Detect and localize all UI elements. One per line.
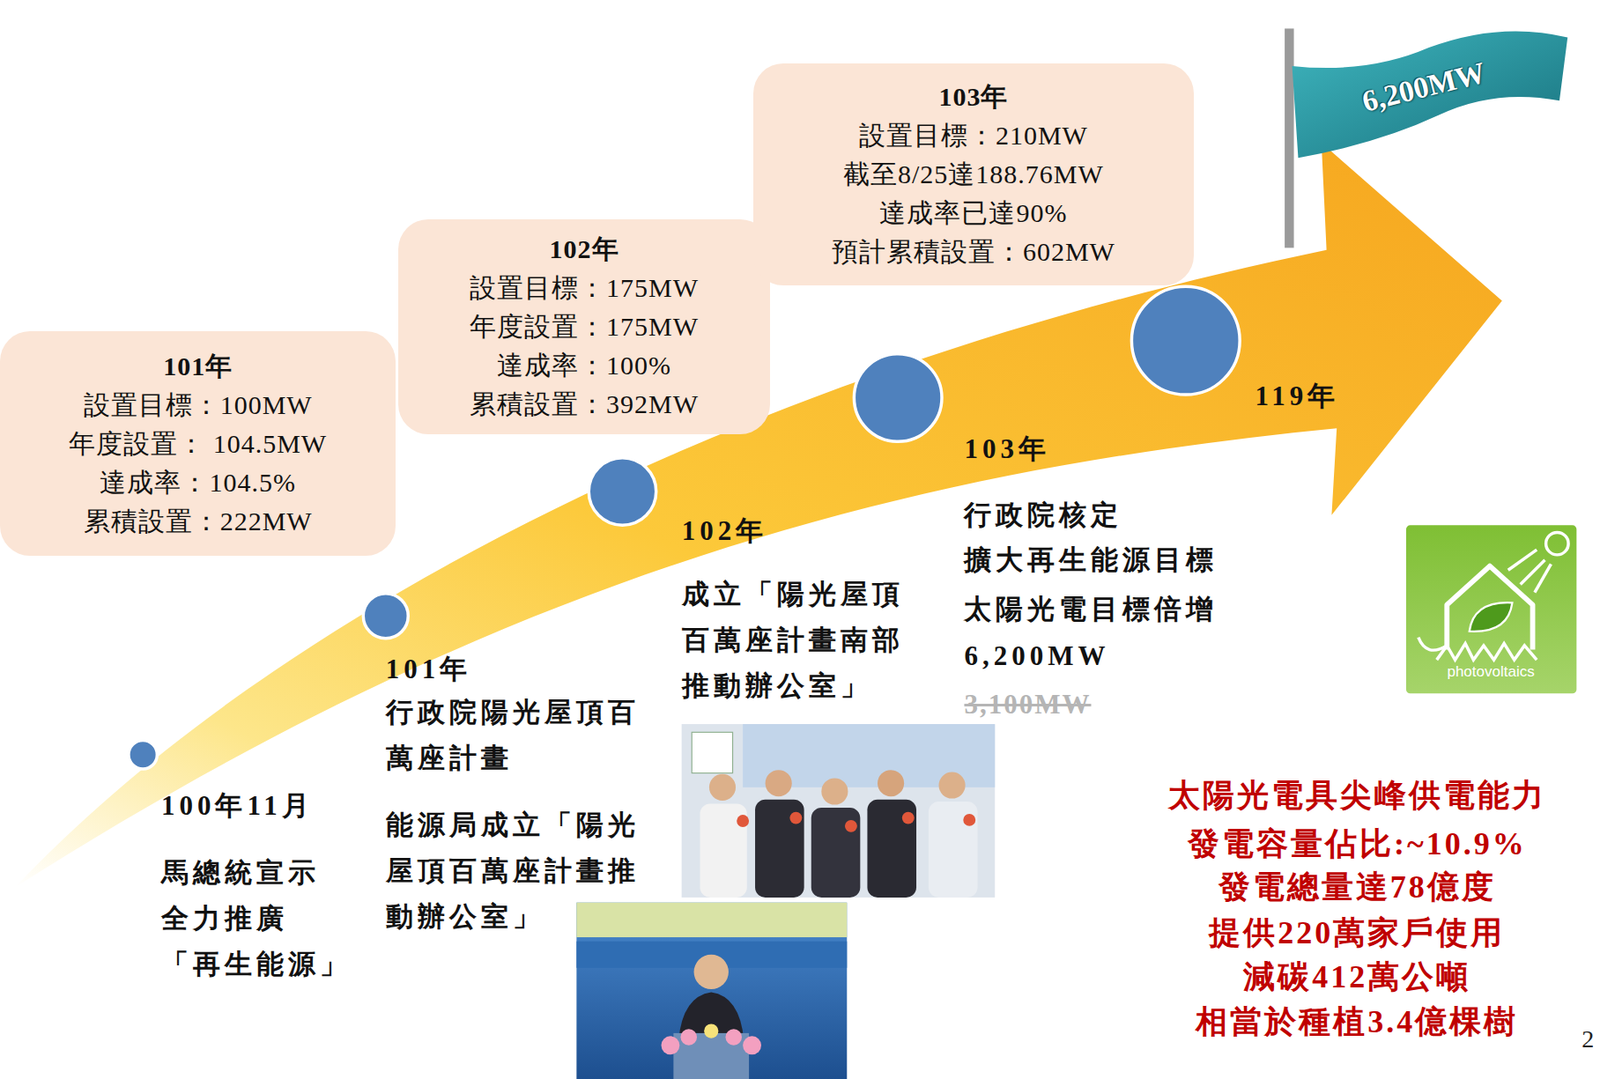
flowers — [660, 1023, 762, 1055]
sun-ray — [1534, 563, 1552, 593]
box-line: 設置目標：100MW — [83, 385, 313, 425]
benefit-text: 發電容量佔比:~10.9% — [1187, 822, 1527, 867]
person-body — [755, 800, 805, 898]
person-body — [811, 807, 861, 898]
milestone-dot — [1131, 286, 1240, 395]
year-label: 101年 — [385, 646, 473, 693]
milestone-box: 103年設置目標：210MW截至8/25達188.76MW達成率已達90%預計累… — [753, 63, 1194, 286]
flower — [703, 1023, 719, 1038]
photo-ceremony — [681, 724, 996, 898]
milestone-dot — [128, 740, 157, 770]
event-text: 「再生能源」 — [161, 941, 352, 988]
event-text: 成立「陽光屋頂百萬座計畫南部推動辦公室」 — [681, 571, 908, 710]
year-label: 103年 — [963, 426, 1051, 473]
milestone-dot — [853, 354, 942, 443]
page-number: 2 — [1581, 1025, 1594, 1054]
box-heading: 102年 — [549, 229, 620, 269]
box-heading: 103年 — [938, 77, 1008, 117]
box-line: 年度設置：175MW — [469, 307, 699, 347]
person-head — [877, 770, 904, 797]
goal-flag: 6,200MW — [1275, 14, 1572, 178]
photo-logo — [691, 732, 733, 773]
flower — [680, 1029, 697, 1046]
event-text: 全力推廣 — [161, 896, 289, 942]
flower — [725, 1029, 742, 1046]
box-line: 設置目標：175MW — [469, 268, 699, 308]
event-text: 擴大再生能源目標 — [963, 537, 1218, 584]
photo-ground — [576, 903, 847, 1079]
person-body — [866, 800, 917, 898]
old-target-value: 3,100MW — [963, 681, 1091, 728]
photo-ground — [681, 724, 996, 898]
target-value: 6,200MW — [963, 633, 1110, 680]
box-line: 年度設置： 104.5MW — [68, 424, 327, 464]
corsage — [962, 814, 976, 827]
person-head — [709, 774, 736, 801]
event-text: 能源局成立「陽光屋頂百萬座計畫推動辦公室」 — [385, 802, 644, 941]
person-head — [694, 955, 729, 990]
photo-people — [700, 770, 978, 898]
box-line: 預計累積設置：602MW — [831, 232, 1116, 272]
milestone-box: 102年設置目標：175MW年度設置：175MW達成率：100%累積設置：392… — [398, 219, 771, 435]
icon-grass — [1437, 644, 1538, 661]
person-body — [928, 801, 978, 898]
corsage — [902, 812, 915, 825]
flower — [660, 1036, 680, 1055]
icon-sun — [1546, 532, 1569, 555]
date-label: 100年11月 — [161, 783, 314, 830]
person-head — [765, 770, 793, 797]
event-text: 行政院陽光屋頂百萬座計畫 — [385, 689, 644, 782]
milestone-dot — [588, 458, 656, 526]
box-line: 達成率：104.5% — [99, 463, 297, 503]
year-label: 119年 — [1255, 373, 1341, 420]
year-label: 102年 — [681, 508, 769, 555]
sun-ray — [1508, 549, 1537, 571]
box-line: 累積設置：222MW — [83, 502, 313, 541]
benefit-text: 太陽光電具尖峰供電能力 — [1168, 773, 1547, 818]
benefit-text: 減碳412萬公噸 — [1243, 955, 1471, 1000]
event-text: 行政院核定 — [963, 492, 1123, 539]
box-heading: 101年 — [162, 347, 233, 386]
box-line: 截至8/25達188.76MW — [843, 155, 1104, 194]
benefit-text: 發電總量達78億度 — [1218, 865, 1497, 910]
corsage — [844, 820, 858, 833]
flag-pole — [1284, 28, 1294, 248]
corsage — [789, 812, 802, 825]
photovoltaics-icon — [1406, 525, 1577, 694]
icon-ground — [1406, 525, 1577, 694]
photo-speech — [576, 903, 847, 1079]
corsage — [736, 814, 749, 828]
flower — [742, 1036, 762, 1055]
icon-leaf — [1469, 602, 1513, 632]
icon-caption: photovoltaics — [1446, 663, 1534, 682]
icon-plug — [1418, 637, 1447, 651]
box-line: 累積設置：392MW — [469, 385, 699, 424]
event-text: 馬總統宣示 — [161, 850, 320, 897]
box-line: 達成率已達90% — [879, 193, 1067, 233]
benefit-text: 提供220萬家戶使用 — [1208, 911, 1505, 956]
event-text: 太陽光電目標倍增 — [963, 586, 1218, 633]
benefit-text: 相當於種植3.4億棵樹 — [1195, 1000, 1519, 1045]
milestone-dot — [362, 593, 408, 639]
icon-house — [1446, 566, 1533, 651]
box-line: 設置目標：210MW — [859, 116, 1089, 156]
person-head — [821, 777, 848, 805]
person-head — [939, 771, 966, 799]
flag-cloth — [1291, 31, 1568, 159]
milestone-box: 101年設置目標：100MW年度設置： 104.5MW達成率：104.5%累積設… — [0, 331, 396, 556]
box-line: 達成率：100% — [496, 346, 672, 386]
photo-banner — [576, 903, 847, 938]
